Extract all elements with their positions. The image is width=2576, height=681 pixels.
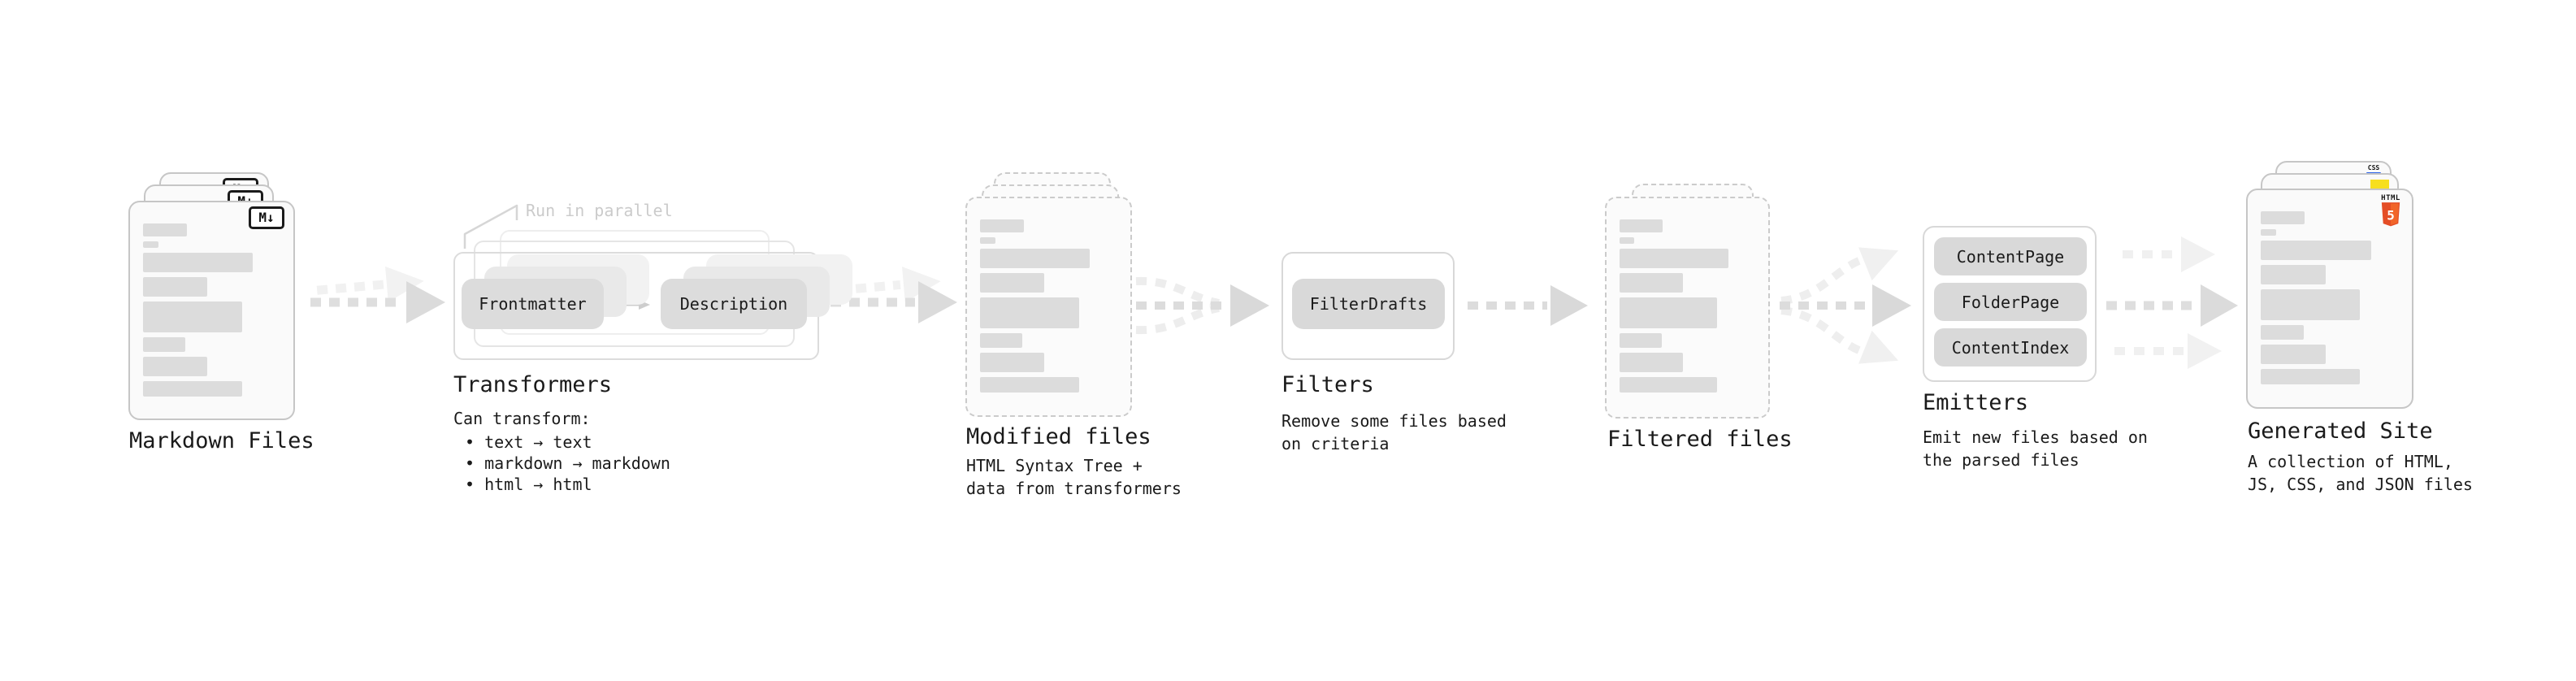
placeholder-bar [2261,369,2361,384]
text-placeholder-bars [2261,211,2399,384]
placeholder-bar [980,249,1091,268]
placeholder-bar [980,219,1025,232]
placeholder-bar [143,301,242,332]
placeholder-bar [980,297,1079,328]
placeholder-bar [980,273,1045,293]
placeholder-bar [2261,325,2304,340]
transformers-bullet-list: text → text markdown → markdown html → h… [465,432,670,495]
arrow-filtered-to-emitters [1780,247,1911,364]
bullet-item: html → html [465,474,670,495]
arrow-modified-to-filters [1135,276,1269,335]
js-icon [2370,180,2389,189]
generated-file-card-html: HTML 5 [2246,189,2413,409]
placeholder-bar [2261,345,2326,364]
placeholder-bar [2261,229,2276,236]
arrow-filters-to-filtered [1468,285,1588,326]
folderpage-box: FolderPage [1934,283,2087,321]
placeholder-bar [2261,241,2371,260]
markdown-icon: M↓ [249,206,284,229]
placeholder-bar [2261,289,2361,320]
placeholder-bar [143,337,186,352]
placeholder-bar [2261,265,2326,284]
placeholder-bar [1620,273,1684,293]
arrow-markdown-to-transformers [310,266,445,323]
text-placeholder-bars [1620,219,1755,393]
transformers-heading: Transformers [453,372,613,397]
text-placeholder-bars [980,219,1117,393]
contentindex-box: ContentIndex [1934,328,2087,367]
placeholder-bar [143,277,208,297]
placeholder-bar [1620,219,1663,232]
run-in-parallel-note: Run in parallel [526,201,673,220]
transformers-subheading: Can transform: [453,409,591,428]
bullet-item: markdown → markdown [465,453,670,474]
arrow-emitters-to-generated [2106,236,2238,369]
bullet-item: text → text [465,432,670,453]
placeholder-bar [980,353,1045,372]
filters-heading: Filters [1281,372,1374,397]
placeholder-bar [2261,211,2305,224]
generated-site-description: A collection of HTML, JS, CSS, and JSON … [2248,452,2473,494]
markdown-file-card-front: M↓ [128,201,295,420]
svg-text:5: 5 [2387,208,2395,223]
placeholder-bar [1620,333,1662,348]
placeholder-bar [1620,249,1728,268]
placeholder-bar [143,253,254,272]
filters-description: Remove some files based on criteria [1281,411,1507,453]
placeholder-bar [980,377,1079,393]
markdown-files-label: Markdown Files [129,428,314,453]
placeholder-bar [1620,237,1635,244]
placeholder-bar [980,333,1023,348]
modified-files-label: Modified files [966,424,1151,449]
placeholder-bar [143,241,158,248]
text-placeholder-bars [143,223,280,397]
placeholder-bar [980,237,995,244]
placeholder-bar [1620,353,1684,372]
modified-files-description: HTML Syntax Tree + data from transformer… [966,456,1182,498]
placeholder-bar [143,223,188,236]
placeholder-bar [1620,297,1718,328]
html5-icon: HTML 5 [2379,195,2402,230]
contentpage-box: ContentPage [1934,237,2087,275]
placeholder-bar [143,357,208,376]
emitters-heading: Emitters [1923,390,2029,415]
placeholder-bar [1620,377,1718,393]
generated-site-label: Generated Site [2248,419,2433,444]
description-box: Description [661,279,807,329]
emitters-description: Emit new files based on the parsed files [1923,427,2148,470]
placeholder-bar [143,381,242,397]
filterdrafts-box: FilterDrafts [1292,279,1445,329]
frontmatter-box: Frontmatter [462,279,604,329]
filtered-file-card-front [1605,197,1770,419]
modified-file-card-front [965,197,1132,417]
filtered-files-label: Filtered files [1607,427,1793,452]
